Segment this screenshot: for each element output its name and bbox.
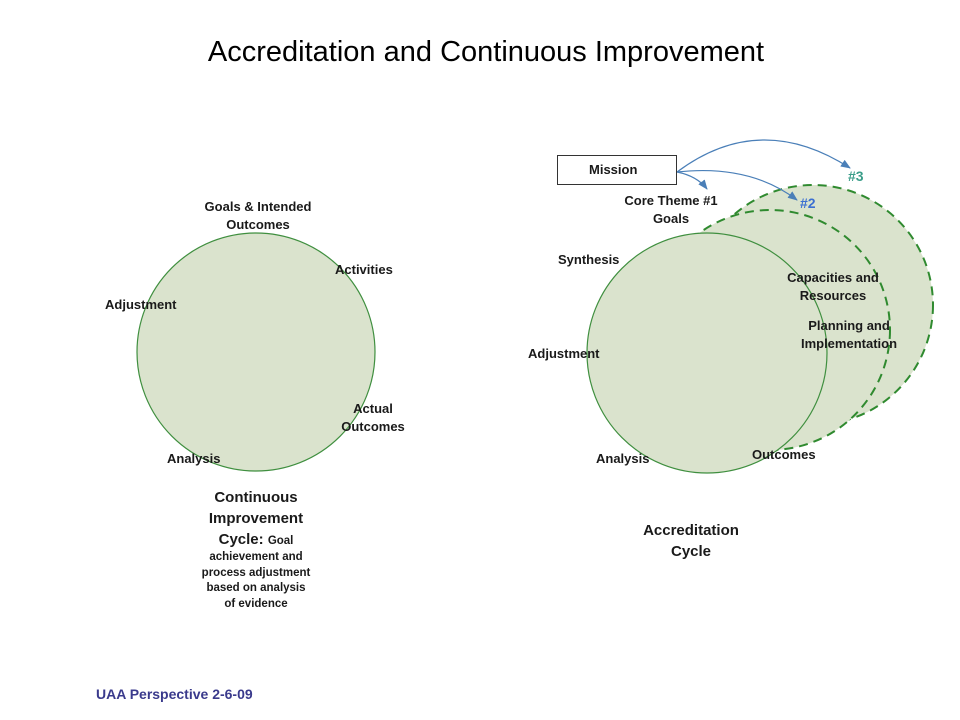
goals-label: Goals & Intended Outcomes: [186, 198, 330, 234]
planning-line1: Planning and: [808, 318, 890, 333]
arrow-to-core-theme-1: [676, 171, 708, 190]
slide-title: Accreditation and Continuous Improvement: [207, 36, 765, 68]
accreditation-cycle-caption: Accreditation Cycle: [626, 520, 756, 562]
caption-line4: achievement and: [209, 551, 303, 563]
capacities-line2: Resources: [799, 288, 867, 303]
caption-line2: Improvement: [208, 510, 304, 527]
capacities-resources-label: Capacities and Resources: [773, 269, 893, 305]
continuous-improvement-circle: [136, 232, 376, 472]
arrow-to-core-theme-3: [676, 139, 851, 173]
analysis-label: Analysis: [167, 451, 221, 466]
synthesis-label: Synthesis: [558, 252, 620, 267]
accreditation-outcomes-label: Outcomes: [752, 447, 816, 462]
core-theme-line2: Goals: [652, 211, 690, 226]
arrow-to-core-theme-2: [676, 169, 798, 201]
caption-line5: process adjustment: [201, 566, 311, 579]
caption-line3: Cycle: Goal: [178, 529, 334, 550]
accreditation-analysis-label: Analysis: [596, 451, 650, 466]
accreditation-adjustment-label: Adjustment: [528, 346, 600, 361]
caption-goal-word: Goal: [267, 535, 294, 547]
marker-2-label: #2: [800, 195, 816, 211]
adjustment-label: Adjustment: [105, 297, 177, 312]
caption-colon: :: [258, 531, 268, 548]
capacities-line1: Capacities and: [787, 270, 879, 285]
goals-label-line2: Outcomes: [226, 217, 290, 232]
footer-text: UAA Perspective 2-6-09: [96, 686, 253, 702]
actual-outcomes-line1: Actual: [353, 401, 393, 416]
caption-line7: of evidence: [224, 597, 288, 610]
core-theme-line1: Core Theme #1: [624, 193, 718, 208]
mission-box: Mission: [557, 155, 677, 185]
caption-cycle-word: Cycle: [218, 531, 259, 548]
caption-line6: based on analysis: [206, 582, 306, 594]
accreditation-caption-line2: Cycle: [670, 543, 712, 560]
continuous-improvement-caption: Continuous Improvement Cycle: Goal achie…: [178, 487, 334, 612]
activities-label: Activities: [335, 262, 393, 277]
planning-implementation-label: Planning and Implementation: [789, 317, 909, 353]
caption-line1: Continuous: [214, 489, 298, 506]
goals-label-line1: Goals & Intended: [204, 199, 312, 214]
accreditation-circle-1: [586, 232, 828, 474]
accreditation-caption-line1: Accreditation: [643, 522, 739, 539]
marker-3-label: #3: [848, 168, 864, 184]
actual-outcomes-line2: Outcomes: [341, 419, 405, 434]
actual-outcomes-label: Actual Outcomes: [334, 400, 412, 436]
core-theme-1-goals-label: Core Theme #1 Goals: [612, 192, 730, 228]
planning-line2: Implementation: [800, 336, 898, 351]
